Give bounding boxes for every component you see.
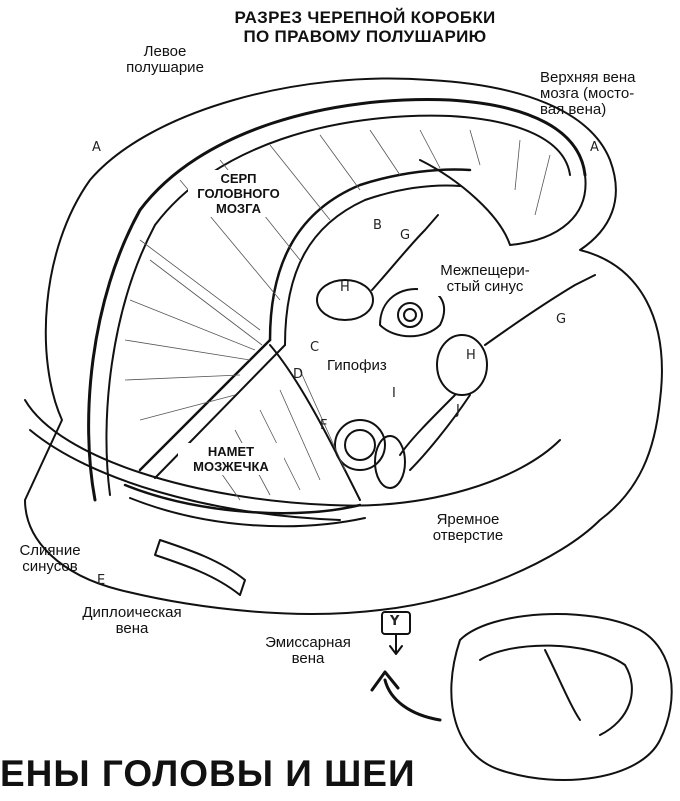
pituitary-gland	[398, 303, 422, 327]
letter-f: F	[320, 418, 327, 433]
letter-a-right: A	[590, 140, 599, 155]
inset-arrow	[385, 680, 440, 720]
skull-outline	[25, 78, 662, 613]
label-confluence-of-sinuses: Слияние синусов	[4, 543, 96, 575]
label-emissary-vein: Эмиссарная вена	[248, 635, 368, 667]
letter-e: E	[97, 573, 105, 588]
label-superior-vein: Верхняя вена мозга (мосто- вая вена)	[540, 70, 675, 118]
diploic-channel	[155, 540, 245, 595]
letter-y: Y	[390, 614, 399, 629]
label-tentorium: НАМЕТ МОЗЖЕЧКА	[178, 443, 284, 475]
superior-sagittal-sinus	[89, 100, 585, 500]
label-falx-cerebri: СЕРП ГОЛОВНОГО МОЗГА	[188, 170, 289, 217]
inset-skull	[451, 614, 671, 780]
letter-h-right: H	[466, 348, 476, 363]
skull-base-rim	[25, 400, 560, 506]
inferior-sagittal-sinus	[270, 170, 470, 340]
letter-g-right: G	[556, 312, 566, 327]
sigmoid-loop	[335, 420, 385, 470]
letter-d: D	[293, 367, 303, 382]
label-left-hemisphere: Левое полушарие	[95, 44, 235, 76]
letter-c: C	[310, 340, 319, 355]
letter-g-top: G	[400, 228, 410, 243]
label-jugular-foramen: Яремное отверстие	[418, 512, 518, 544]
letter-i: I	[392, 386, 396, 401]
cavernous-sinus-right	[437, 335, 487, 395]
letter-a-left: A	[92, 140, 101, 155]
label-intercavernous-sinus: Межпещери- стый синус	[418, 262, 552, 296]
label-diploic-vein: Диплоическая вена	[62, 605, 202, 637]
page-bottom-title: ЕНЫ ГОЛОВЫ И ШЕИ	[0, 752, 416, 796]
letter-j: J	[456, 403, 460, 418]
label-pituitary: Гипофиз	[324, 357, 390, 375]
letter-b: B	[373, 218, 382, 233]
letter-h-left: H	[340, 280, 350, 295]
